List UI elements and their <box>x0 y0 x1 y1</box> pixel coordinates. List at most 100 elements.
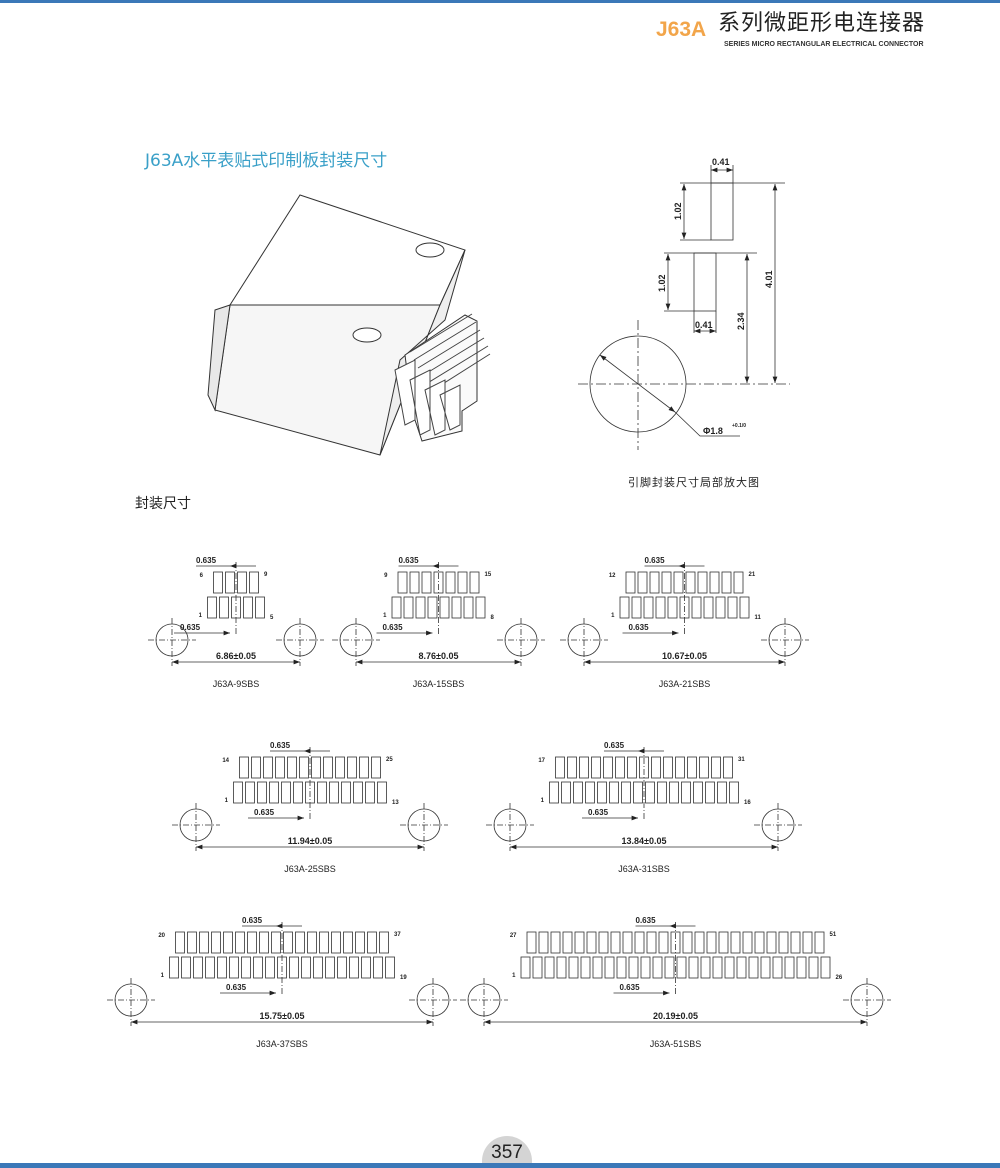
pad-height-top-label: 1.02 <box>673 202 683 220</box>
pad <box>237 571 247 594</box>
pin-number: 5 <box>270 615 274 621</box>
pad <box>739 596 750 619</box>
pad <box>409 571 420 594</box>
pad <box>439 596 450 619</box>
pad <box>403 596 414 619</box>
pad <box>355 931 365 954</box>
pad <box>367 931 377 954</box>
pad <box>373 956 383 979</box>
pad <box>225 571 235 594</box>
pad <box>289 956 299 979</box>
pitch-label-top: 0.635 <box>270 741 291 750</box>
pad <box>257 781 267 804</box>
pad <box>742 931 753 954</box>
pad <box>760 956 771 979</box>
connector-3d-illustration <box>207 194 491 456</box>
pitch-label-bottom: 0.635 <box>254 808 275 817</box>
pad <box>727 596 738 619</box>
pad <box>217 956 227 979</box>
pad <box>814 931 825 954</box>
pad <box>610 931 621 954</box>
pad <box>609 781 619 804</box>
pad <box>709 571 720 594</box>
pin-number: 21 <box>749 572 756 578</box>
part-number-label: J63A-15SBS <box>413 679 465 689</box>
pad <box>265 956 275 979</box>
pad <box>784 956 795 979</box>
pad <box>229 956 239 979</box>
pad <box>604 956 615 979</box>
pad <box>445 571 456 594</box>
pad <box>693 781 703 804</box>
pad <box>295 931 305 954</box>
pad <box>451 596 462 619</box>
span-label: 15.75±0.05 <box>260 1011 305 1021</box>
pad <box>293 781 303 804</box>
pin-number: 1 <box>199 613 203 619</box>
pad <box>287 756 297 779</box>
pad <box>269 781 279 804</box>
pad <box>219 596 229 619</box>
pad <box>550 931 561 954</box>
pad <box>247 931 257 954</box>
span-label: 11.94±0.05 <box>288 836 332 846</box>
pad <box>772 956 783 979</box>
pad <box>651 756 661 779</box>
pad <box>243 596 253 619</box>
pad <box>475 596 486 619</box>
pad <box>331 931 341 954</box>
pad <box>549 781 559 804</box>
pad <box>343 931 353 954</box>
pad <box>341 781 351 804</box>
pad <box>187 931 197 954</box>
pad <box>681 781 691 804</box>
pad <box>718 931 729 954</box>
pin-number: 27 <box>510 933 517 939</box>
offset-label: 2.34 <box>736 312 746 330</box>
pad <box>682 931 693 954</box>
pad <box>733 571 744 594</box>
pitch-label-bottom: 0.635 <box>226 983 247 992</box>
pad <box>685 571 696 594</box>
pad <box>691 596 702 619</box>
pad <box>538 931 549 954</box>
pad <box>820 956 831 979</box>
pad <box>301 956 311 979</box>
pad <box>421 571 432 594</box>
part-number-label: J63A-37SBS <box>256 1039 308 1049</box>
pad <box>317 781 327 804</box>
pad <box>241 956 251 979</box>
pad <box>603 756 613 779</box>
pad-height-bottom-label: 1.02 <box>657 274 667 292</box>
pad <box>655 596 666 619</box>
pad <box>724 956 735 979</box>
footprint-j63a-15sbs <box>332 562 545 666</box>
pitch-label-bottom: 0.635 <box>180 623 201 632</box>
pad <box>598 931 609 954</box>
pad <box>649 571 660 594</box>
pad <box>667 596 678 619</box>
pin-number: 37 <box>394 932 401 938</box>
pad <box>556 956 567 979</box>
pin-number: 9 <box>264 572 268 578</box>
pad <box>271 931 281 954</box>
pin-number: 31 <box>738 757 745 763</box>
pad <box>574 931 585 954</box>
pad <box>580 956 591 979</box>
pad <box>664 956 675 979</box>
pad <box>211 931 221 954</box>
pin-number: 8 <box>491 615 495 621</box>
pad <box>397 571 408 594</box>
pin-number: 6 <box>200 573 204 579</box>
pin-number: 1 <box>225 798 229 804</box>
pitch-label-bottom: 0.635 <box>588 808 609 817</box>
pad <box>663 756 673 779</box>
section-title: J63A水平表贴式印制板封装尺寸 <box>145 151 388 171</box>
pad <box>371 756 381 779</box>
brand-code: J63A <box>656 18 707 41</box>
pad <box>634 931 645 954</box>
pad <box>723 756 733 779</box>
pin-number: 13 <box>392 800 399 806</box>
pad <box>235 931 245 954</box>
